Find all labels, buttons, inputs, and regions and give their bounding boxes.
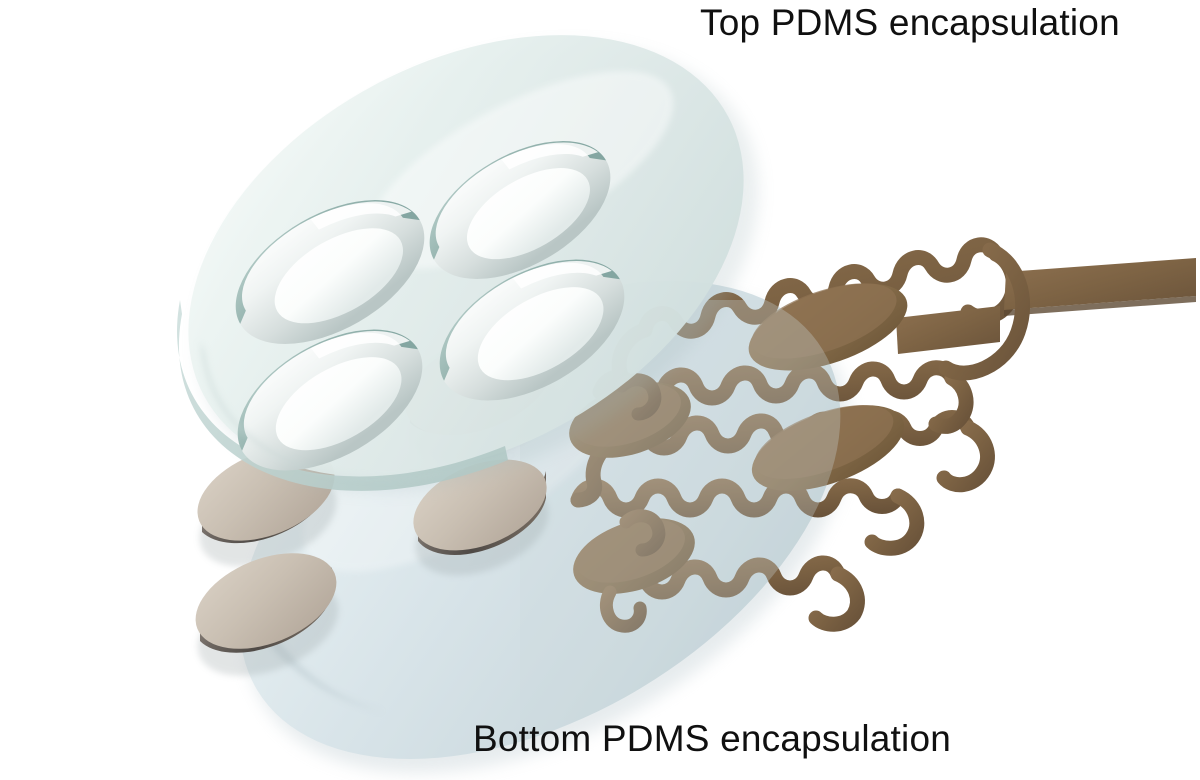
- electrode-pad-mid-right: [751, 405, 905, 491]
- serpentine-pad-stub-left-lower: [619, 509, 666, 557]
- serpentine-loop-right-mid: [936, 420, 995, 493]
- serpentine-pad-stub-left-tail: [600, 585, 647, 633]
- sensor-disc-lower-left: [195, 553, 339, 676]
- sensor-disc-mid-right: [413, 459, 549, 576]
- ribbon-connector-tab-inner: [896, 306, 1000, 354]
- top-pdms-thickness-rim: [177, 300, 508, 491]
- top-pdms-layer: [177, 35, 759, 500]
- serpentine-loop-bridge-c: [808, 566, 865, 632]
- sensor-disc-mid-left: [197, 447, 337, 567]
- electrode-pad-upper-right: [748, 283, 908, 371]
- serpentine-trace-row-b2: [570, 478, 906, 518]
- serpentine-interconnect-network: [569, 237, 1196, 633]
- serpentine-ribbon-loop: [938, 242, 1031, 381]
- serpentine-loop-bridge-b: [864, 488, 925, 556]
- bottom-pdms-caption: Bottom PDMS encapsulation: [473, 718, 952, 759]
- ribbon-connector-tab-outer: [1004, 258, 1196, 310]
- ribbon-connector-tab-edge: [1004, 296, 1196, 316]
- top-pdms-caption: Top PDMS encapsulation: [700, 2, 1120, 43]
- serpentine-loop-right-lower: [928, 370, 974, 434]
